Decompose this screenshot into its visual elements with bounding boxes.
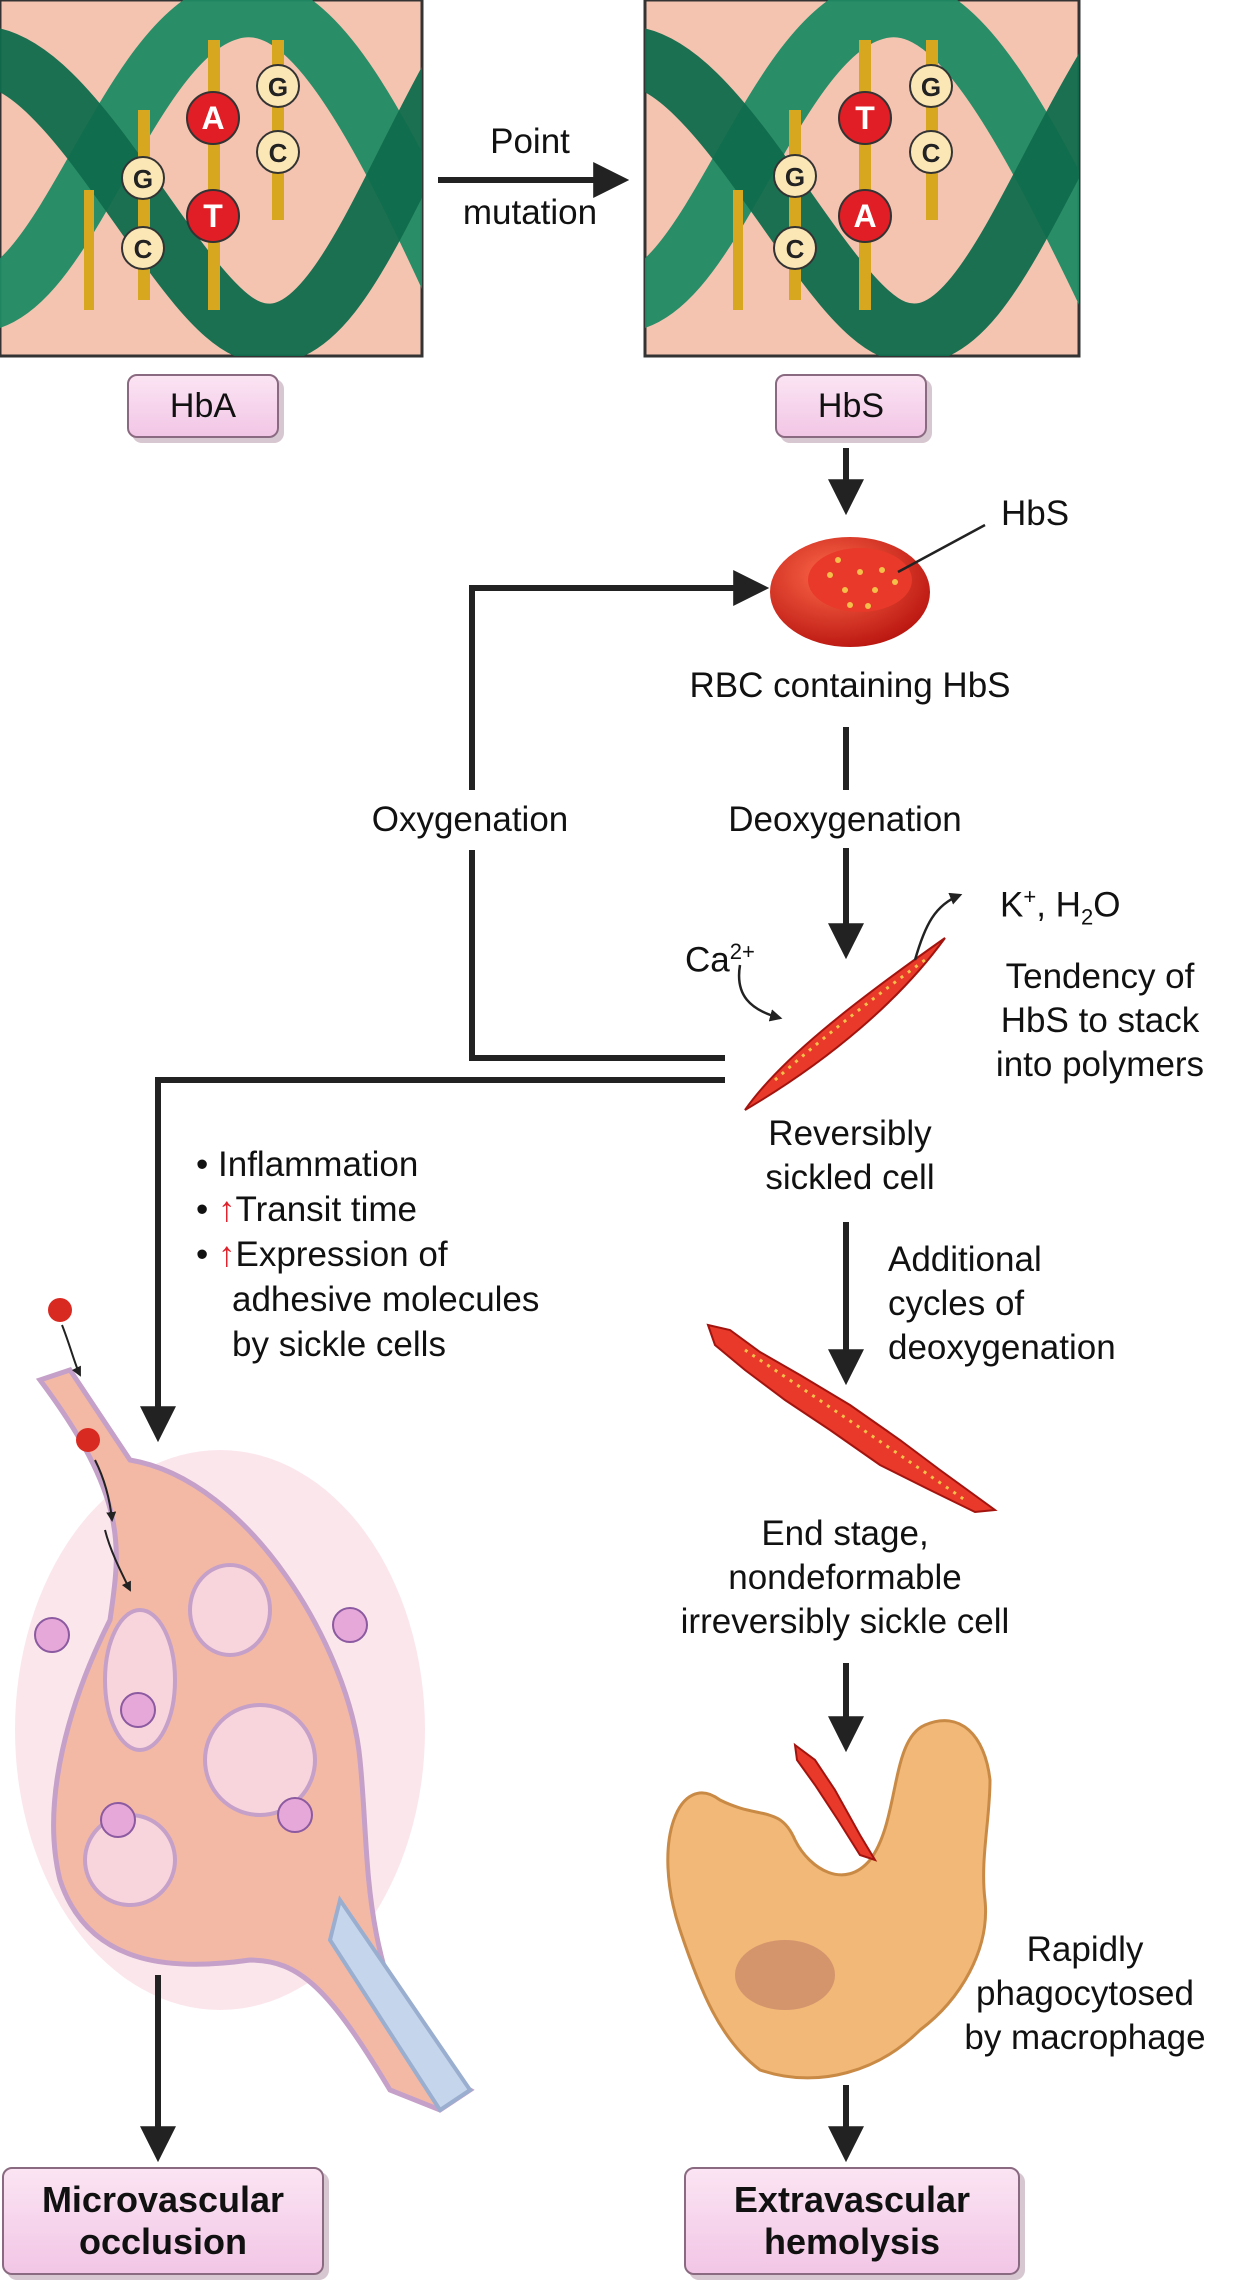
deoxygenation-label: Deoxygenation — [728, 800, 962, 839]
base-label: G — [785, 162, 805, 192]
k-sup: + — [1023, 884, 1037, 909]
tendency-line: into polymers — [995, 1045, 1205, 1084]
base-label: A — [201, 100, 224, 136]
k-h2o-label: K+, H2O — [1000, 875, 1120, 940]
rbc-cell — [770, 537, 930, 647]
hbs-pointer-line — [897, 523, 986, 574]
h2o-sub: 2 — [1080, 904, 1094, 930]
extra-line: Extravascular — [733, 2179, 971, 2220]
base-label: G — [921, 72, 941, 102]
extra-line: hemolysis — [763, 2221, 941, 2262]
macrophage — [666, 1719, 992, 2080]
base-label: C — [786, 234, 805, 264]
end-stage-line: irreversibly sickle cell — [680, 1602, 1010, 1641]
bullet-dot: • — [196, 1145, 209, 1184]
base-g2 — [256, 64, 300, 108]
k-h2o-arrow — [913, 892, 963, 961]
bullet-expression: • ↑Expression of — [196, 1232, 539, 1277]
ca-sup: 2+ — [729, 939, 755, 964]
base-label: C — [134, 234, 153, 264]
base-label: T — [855, 100, 875, 136]
bullet-text: Inflammation — [218, 1145, 419, 1184]
ca-text: Ca — [685, 940, 730, 980]
additional-line: deoxygenation — [888, 1328, 1116, 1367]
oxygenation-label: Oxygenation — [371, 800, 569, 839]
additional-line: Additional — [888, 1240, 1042, 1279]
micro-line: Microvascular — [41, 2179, 285, 2220]
bullet-inflammation: • Inflammation — [196, 1142, 539, 1187]
reversibly-label: Reversibly sickled cell — [730, 1112, 970, 1200]
up-arrow-icon: ↑ — [218, 1235, 236, 1274]
mutation-label-line2: mutation — [462, 193, 598, 232]
additional-label: Additional cycles of deoxygenation — [888, 1238, 1116, 1370]
tendency-label: Tendency of HbS to stack into polymers — [970, 955, 1230, 1087]
phago-line: phagocytosed — [976, 1974, 1194, 2013]
hba-pill: HbA — [127, 374, 279, 438]
ca-label: Ca2+ — [685, 930, 755, 983]
tendency-line: HbS to stack — [1000, 1001, 1200, 1040]
base-label: C — [269, 138, 288, 168]
occluded-vessel — [15, 1298, 475, 2113]
phago-line: Rapidly — [1026, 1930, 1144, 1969]
bullet-dot: • — [196, 1235, 209, 1274]
mutation-label-line1: Point — [490, 122, 570, 161]
hbs-pointer-label: HbS — [1000, 494, 1070, 533]
base-g — [121, 156, 165, 200]
base-label: C — [922, 138, 941, 168]
phago-label: Rapidly phagocytosed by macrophage — [940, 1928, 1230, 2060]
micro-line: occlusion — [78, 2221, 248, 2262]
dna-panel-hba: G C A T G C — [0, 0, 424, 358]
k-text: K — [1000, 885, 1024, 925]
phago-line: by macrophage — [964, 2018, 1206, 2057]
sickled-cell — [744, 937, 946, 1111]
hba-label: HbA — [169, 386, 237, 425]
additional-line: cycles of — [888, 1284, 1025, 1323]
hbs-pill: HbS — [775, 374, 927, 438]
rbc-caption: RBC containing HbS — [689, 666, 1011, 705]
end-stage-line: End stage, — [761, 1514, 929, 1553]
end-stage-line: nondeformable — [728, 1558, 962, 1597]
microvascular-occlusion-box: Microvascular occlusion — [2, 2167, 324, 2275]
irreversible-sickle-cell — [706, 1323, 998, 1514]
base-label: G — [133, 164, 153, 194]
reversibly-line: Reversibly — [768, 1114, 932, 1153]
base-c2 — [256, 130, 300, 174]
ca-arrow — [737, 964, 783, 1022]
bullet-text: Transit time — [235, 1190, 418, 1229]
bullet-expression-cont: by sickle cells — [232, 1325, 446, 1364]
bullet-text: Expression of — [235, 1235, 448, 1274]
base-label: G — [268, 72, 288, 102]
arrow-to-microvascular — [140, 1077, 725, 1443]
base-label: T — [203, 198, 223, 234]
h2o-text: , H — [1036, 885, 1081, 925]
reversibly-line: sickled cell — [765, 1158, 935, 1197]
oxygenation-loop — [469, 850, 725, 1061]
bullet-expression-cont: adhesive molecules — [232, 1280, 540, 1319]
base-a-normal — [186, 91, 240, 145]
bullet-list: • Inflammation • ↑Transit time • ↑Expres… — [196, 1142, 539, 1367]
base-c — [121, 226, 165, 270]
hbs-label: HbS — [817, 386, 885, 425]
up-arrow-icon: ↑ — [218, 1190, 236, 1229]
bullet-transit: • ↑Transit time — [196, 1187, 539, 1232]
base-t-normal — [186, 189, 240, 243]
dna-panel-hbs: G C T A G C — [643, 0, 1081, 358]
h2o-end: O — [1093, 885, 1121, 925]
oxygenation-loop-upper — [469, 570, 770, 790]
bullet-dot: • — [196, 1190, 209, 1229]
end-stage-label: End stage, nondeformable irreversibly si… — [650, 1512, 1040, 1644]
tendency-line: Tendency of — [1005, 957, 1195, 996]
base-label: A — [853, 198, 876, 234]
extravascular-hemolysis-box: Extravascular hemolysis — [684, 2167, 1020, 2275]
